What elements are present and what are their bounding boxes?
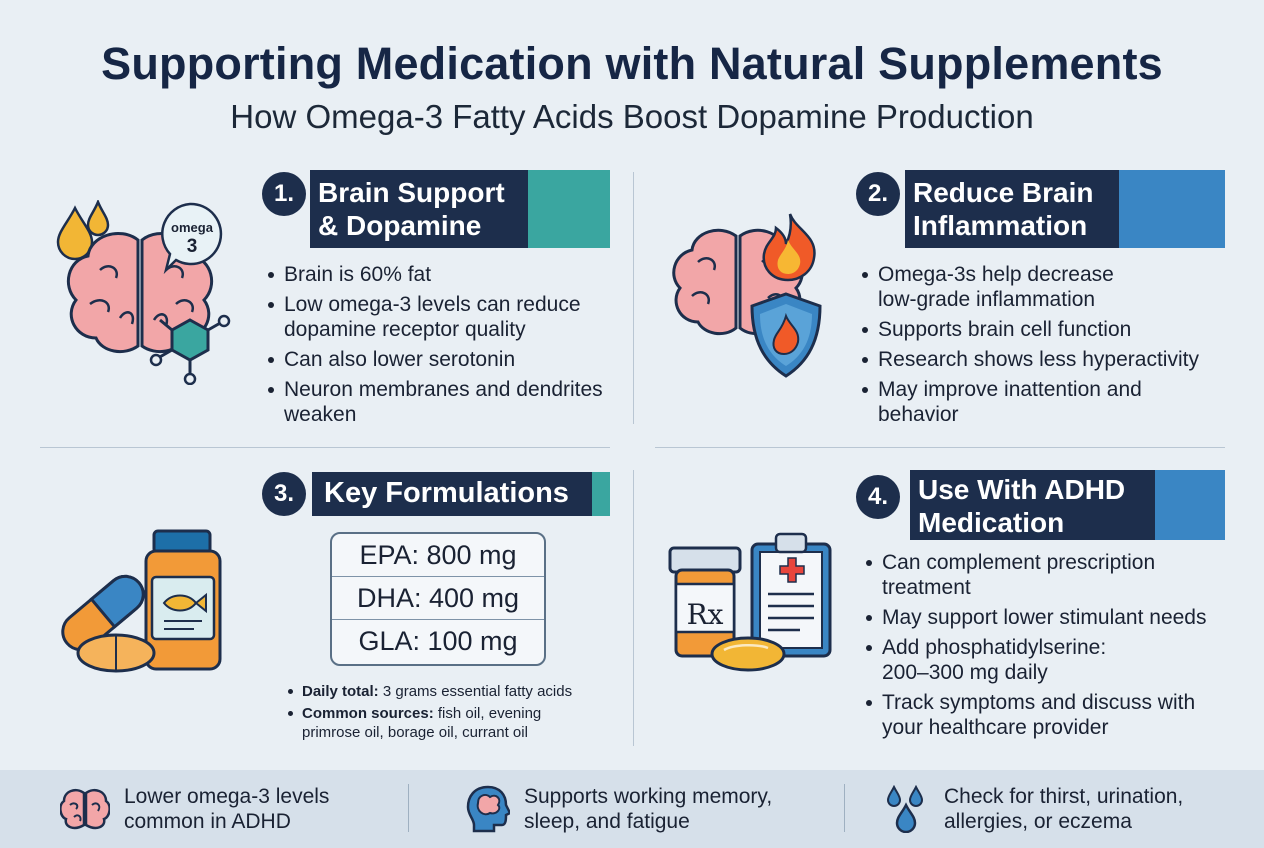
note-label: Common sources: [302, 705, 434, 722]
footer-text-line: sleep, and fatigue [524, 810, 690, 833]
brain-omega-illustration: omega 3 [50, 200, 235, 385]
heading-accent-1 [528, 170, 610, 248]
note-label: Daily total: [302, 683, 379, 700]
list-item: Supports brain cell function [860, 317, 1230, 342]
footer-bar: Lower omega-3 levels common in ADHD Supp… [0, 770, 1264, 848]
vertical-divider-top [633, 172, 634, 424]
note-text: 3 grams essential fatty acids [382, 683, 573, 700]
rx-clipboard-illustration: Rx [668, 530, 838, 675]
heading-2-line1: Reduce Brain [913, 177, 1094, 208]
footer-text: Supports working memory, sleep, and fati… [524, 784, 772, 834]
footer-item-omega-levels: Lower omega-3 levels common in ADHD [60, 784, 329, 834]
formulation-dha: DHA: 400 mg [332, 577, 544, 620]
footer-text-line: Lower omega-3 levels [124, 785, 330, 808]
capsules-bottle-illustration [48, 525, 228, 675]
heading-1-line2: & Dopamine [318, 210, 482, 241]
list-item: May improve inattention and behavior [860, 377, 1170, 427]
omega-number: 3 [187, 236, 198, 257]
footer-text-line: allergies, or eczema [944, 810, 1132, 833]
list-item: Low omega-3 levels can reduce dopamine r… [266, 292, 616, 342]
formulation-gla: GLA: 100 mg [358, 626, 518, 656]
heading-4-line1: Use With ADHD [918, 474, 1126, 505]
list-item: Can also lower serotonin [266, 347, 616, 372]
head-brain-icon [466, 785, 510, 833]
heading-1-line1: Brain Support [318, 177, 505, 208]
heading-2-line2: Inflammation [913, 210, 1088, 241]
heading-accent-4 [1155, 470, 1225, 540]
section-2-bullets: Omega-3s help decrease low-grade inflamm… [860, 262, 1230, 432]
note-text: fish oil, evening primrose oil, borage o… [302, 705, 542, 741]
footer-divider [408, 784, 409, 832]
footer-text-line: common in ADHD [124, 810, 291, 833]
list-item: Research shows less hyperactivity [860, 347, 1230, 372]
list-item: May support lower stimulant needs [864, 605, 1234, 630]
horizontal-divider-right [655, 447, 1225, 448]
section-4-bullets: Can complement prescription treatment Ma… [864, 550, 1234, 745]
horizontal-divider-left [40, 447, 610, 448]
section-1-bullets: Brain is 60% fat Low omega-3 levels can … [266, 262, 616, 432]
vertical-divider-bottom [633, 470, 634, 746]
rx-label: Rx [687, 598, 724, 631]
footer-item-working-memory: Supports working memory, sleep, and fati… [466, 784, 772, 834]
section-heading-2: Reduce Brain Inflammation [905, 170, 1225, 248]
section-number-2: 2. [856, 172, 900, 216]
list-item: Neuron membranes and dendrites weaken [266, 377, 616, 427]
section-number-4: 4. [856, 475, 900, 519]
footer-text-line: Check for thirst, urination, [944, 785, 1184, 808]
section-heading-4: Use With ADHD Medication [910, 470, 1225, 540]
list-item: Can complement prescription treatment [864, 550, 1184, 600]
section-number-1: 1. [262, 172, 306, 216]
list-item: Omega-3s help decrease low-grade inflamm… [860, 262, 1130, 312]
section-heading-1: Brain Support & Dopamine [310, 170, 610, 248]
brain-icon [60, 787, 110, 831]
formulation-notes: Daily total: 3 grams essential fatty aci… [288, 682, 618, 745]
water-drops-icon [886, 785, 930, 833]
page-title: Supporting Medication with Natural Suppl… [101, 38, 1163, 89]
section-number-3: 3. [262, 472, 306, 516]
brain-inflammation-illustration [668, 210, 838, 385]
list-item: Daily total: 3 grams essential fatty aci… [288, 682, 618, 701]
omega-label: omega [171, 220, 214, 235]
list-item: Add phosphatidylserine: 200–300 mg daily [864, 635, 1154, 685]
formulation-epa: EPA: 800 mg [332, 534, 544, 577]
footer-text-line: Supports working memory, [524, 785, 773, 808]
list-item: Brain is 60% fat [266, 262, 616, 287]
footer-item-check-symptoms: Check for thirst, urination, allergies, … [886, 784, 1183, 834]
heading-3-text: Key Formulations [324, 477, 569, 509]
heading-4-line2: Medication [918, 507, 1065, 538]
formulations-table: EPA: 800 mg DHA: 400 mg GLA: 100 mg [330, 532, 546, 666]
section-heading-3: Key Formulations [312, 472, 610, 516]
footer-divider [844, 784, 845, 832]
list-item: Common sources: fish oil, evening primro… [288, 704, 598, 742]
footer-text: Lower omega-3 levels common in ADHD [124, 784, 329, 834]
page-subtitle: How Omega-3 Fatty Acids Boost Dopamine P… [230, 98, 1034, 135]
footer-text: Check for thirst, urination, allergies, … [944, 784, 1183, 834]
heading-accent-2 [1119, 170, 1225, 248]
heading-accent-3 [592, 472, 610, 516]
list-item: Track symptoms and discuss with your hea… [864, 690, 1214, 740]
